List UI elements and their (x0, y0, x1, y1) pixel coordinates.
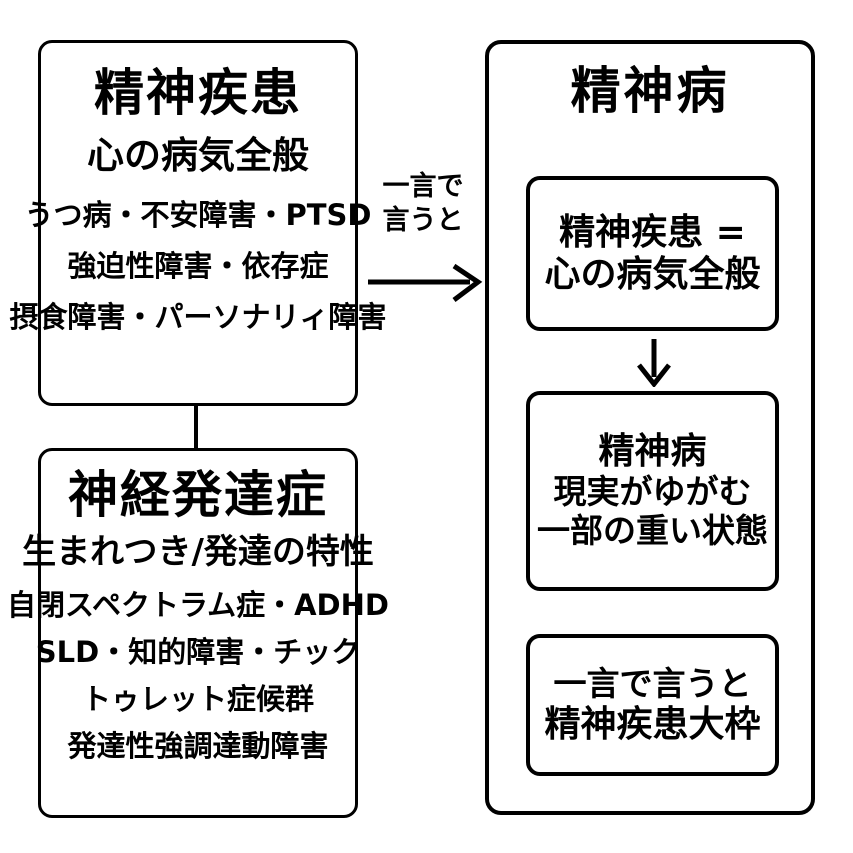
inner-box-definition: 精神疾患 = 心の病気全般 (526, 176, 779, 331)
box1-subtitle: 心の病気全般 (87, 134, 309, 177)
list-item: 強迫性障害・依存症 (67, 248, 329, 283)
list-item: トゥレット症候群 (81, 682, 314, 717)
connector-label: 一言で 言うと (366, 170, 480, 238)
list-item: うつ病・不安障害・PTSD (24, 197, 372, 232)
panel-psychosis: 精神病 精神疾患 = 心の病気全般 精神病 現実がゆがむ 一部の重い状態 一言で… (485, 40, 815, 815)
connector-label-line1: 一言で (382, 171, 464, 202)
panel-title: 精神病 (570, 62, 730, 120)
list-item: 自閉スペクトラム症・ADHD (7, 588, 389, 623)
box2-item-list: 自閉スペクトラム症・ADHD SLD・知的障害・チック トゥレット症候群 発達性… (7, 591, 389, 761)
list-item: 発達性強調達動障害 (67, 729, 329, 764)
inner-box-psychosis-detail: 精神病 現実がゆがむ 一部の重い状態 (526, 391, 779, 591)
vertical-connector (194, 406, 198, 448)
inner-box-line: 現実がゆがむ (553, 471, 752, 511)
box2-subtitle: 生まれつき/発達の特性 (22, 532, 374, 572)
connector-label-line2: 言うと (382, 204, 464, 236)
inner-box-line: 精神疾患 = (559, 211, 746, 253)
arrow-right-icon (368, 263, 483, 302)
box-neurodevelopmental: 神経発達症 生まれつき/発達の特性 自閉スペクトラム症・ADHD SLD・知的障… (7, 448, 389, 818)
box-mental-illness: 精神疾患 心の病気全般 うつ病・不安障害・PTSD 強迫性障害・依存症 摂食障害… (10, 40, 387, 406)
list-item: 摂食障害・パーソナリィ障害 (9, 299, 387, 334)
inner-box-line: 精神病 (598, 431, 707, 473)
list-item: SLD・知的障害・チック (35, 635, 361, 670)
inner-box-line: 一言で言うと (553, 663, 752, 703)
inner-box-line: 心の病気全般 (544, 253, 761, 295)
inner-box-summary: 一言で言うと 精神疾患大枠 (526, 634, 779, 776)
box1-item-list: うつ病・不安障害・PTSD 強迫性障害・依存症 摂食障害・パーソナリィ障害 (9, 197, 387, 334)
box1-title: 精神疾患 (94, 64, 302, 122)
inner-box-line: 精神疾患大枠 (544, 703, 761, 745)
inner-box-line: 一部の重い状態 (537, 510, 768, 550)
box2-title: 神経発達症 (68, 466, 328, 524)
arrow-down-icon (637, 339, 671, 387)
